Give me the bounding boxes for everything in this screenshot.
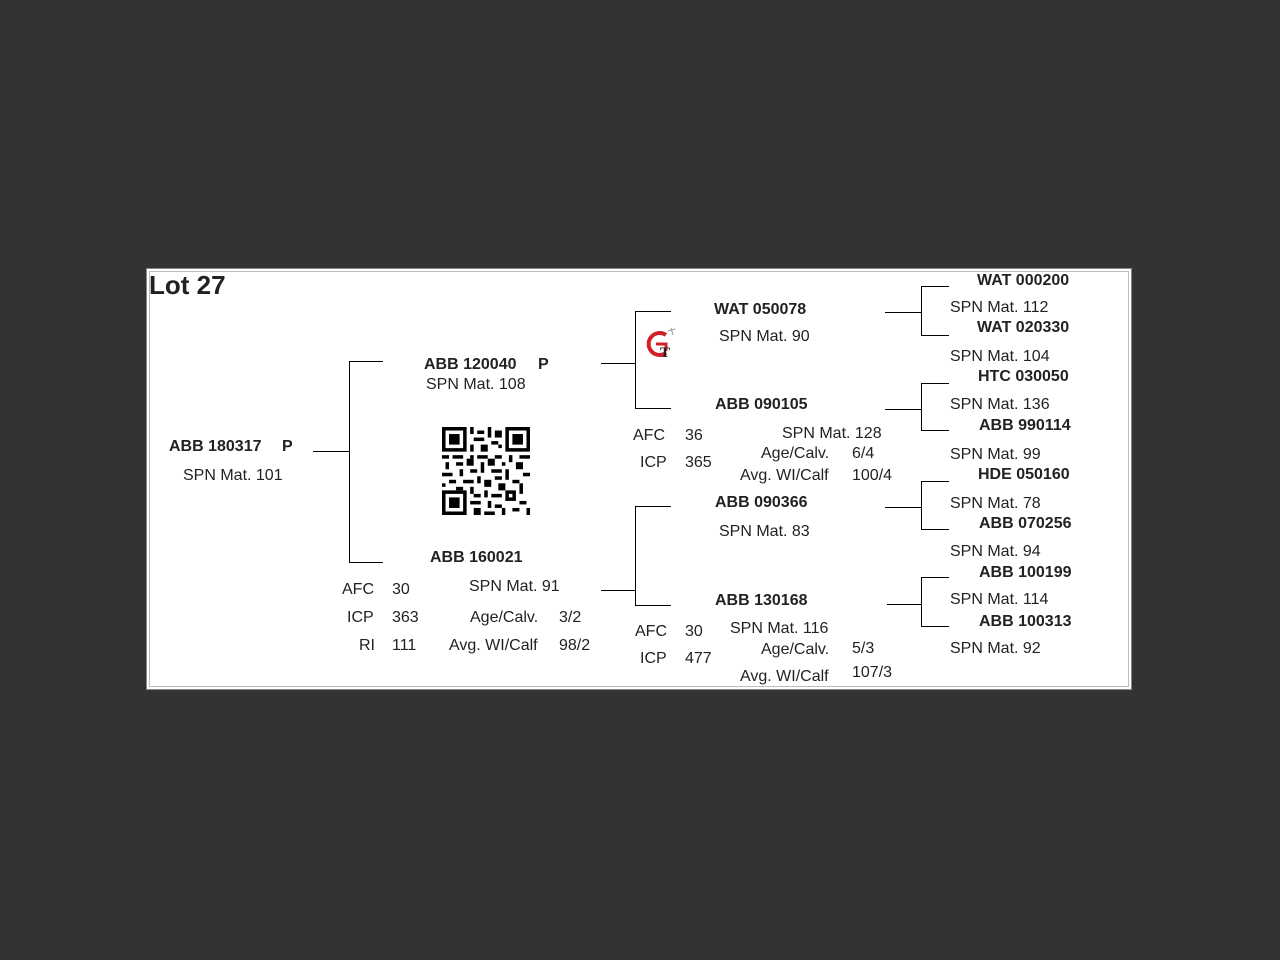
dam-icp-label: ICP [347, 609, 374, 626]
connector [921, 626, 949, 627]
connector [635, 408, 671, 409]
dam-dam-wi-value: 107/3 [852, 664, 893, 681]
ggp-8-spn: SPN Mat. 92 [950, 640, 1041, 657]
dam-name: ABB 160021 [430, 549, 523, 566]
sire-dam-afc-value: 36 [685, 427, 703, 444]
connector [885, 409, 921, 410]
lot-title: Lot 27 [149, 270, 226, 300]
subject-spn: SPN Mat. 101 [183, 467, 283, 484]
dam-dam-spn: SPN Mat. 116 [730, 620, 829, 637]
dam-icp-value: 363 [392, 609, 419, 626]
ggp-7-name: ABB 100199 [979, 564, 1072, 581]
connector [921, 286, 949, 287]
connector [921, 383, 922, 431]
connector [921, 430, 949, 431]
sire-sire-spn: SPN Mat. 90 [719, 328, 810, 345]
sire-dam-wi-label: Avg. WI/Calf [740, 467, 829, 484]
ggp-4-spn: SPN Mat. 99 [950, 446, 1041, 463]
sire-name: ABB 120040 [424, 356, 517, 373]
connector [921, 481, 949, 482]
connector [885, 507, 921, 508]
sire-dam-spn: SPN Mat. 128 [782, 425, 882, 442]
connector [635, 311, 671, 312]
dam-age-value: 3/2 [559, 609, 582, 626]
dam-wi-value: 98/2 [559, 637, 591, 654]
connector [921, 481, 922, 530]
dam-dam-age-label: Age/Calv. [761, 641, 830, 658]
sire-sire-name: WAT 050078 [714, 301, 807, 318]
sire-dam-age-value: 6/4 [852, 445, 875, 462]
ggp-8-name: ABB 100313 [979, 613, 1072, 630]
connector [921, 335, 949, 336]
ggp-3-name: HTC 030050 [978, 368, 1069, 385]
connector [349, 562, 383, 563]
connector [887, 604, 921, 605]
connector [601, 363, 635, 364]
connector [921, 577, 949, 578]
dam-dam-icp-label: ICP [640, 650, 667, 667]
dam-afc-value: 30 [392, 581, 410, 598]
dam-afc-label: AFC [342, 581, 374, 598]
subject-name: ABB 180317 [169, 438, 262, 455]
connector [921, 577, 922, 627]
ggp-6-name: ABB 070256 [979, 515, 1072, 532]
dam-dam-age-value: 5/3 [852, 640, 875, 657]
dam-sire-name: ABB 090366 [715, 494, 808, 511]
connector [313, 451, 349, 452]
sire-flag: P [538, 356, 549, 373]
connector [635, 506, 671, 507]
connector [885, 312, 921, 313]
sire-dam-icp-value: 365 [685, 454, 712, 471]
ggp-7-spn: SPN Mat. 114 [950, 591, 1049, 608]
dam-dam-wi-label: Avg. WI/Calf [740, 668, 829, 685]
dam-dam-afc-label: AFC [635, 623, 667, 640]
ggp-5-spn: SPN Mat. 78 [950, 495, 1041, 512]
connector [635, 506, 636, 606]
sire-spn: SPN Mat. 108 [426, 376, 526, 393]
ggp-1-spn: SPN Mat. 112 [950, 299, 1049, 316]
dam-sire-spn: SPN Mat. 83 [719, 523, 810, 540]
pedigree-card: Lot 27 ABB 180317 P SPN Mat. 101 ABB 120… [146, 268, 1132, 690]
sire-dam-age-label: Age/Calv. [761, 445, 830, 462]
dam-dam-name: ABB 130168 [715, 592, 808, 609]
dam-age-label: Age/Calv. [470, 609, 539, 626]
dam-ri-label: RI [359, 637, 375, 654]
sire-dam-icp-label: ICP [640, 454, 667, 471]
connector [349, 361, 350, 563]
connector [921, 529, 949, 530]
svg-text:T: T [660, 345, 670, 361]
dam-wi-label: Avg. WI/Calf [449, 637, 538, 654]
sire-dam-name: ABB 090105 [715, 396, 808, 413]
ggp-2-name: WAT 020330 [977, 319, 1070, 336]
ggp-1-name: WAT 000200 [977, 272, 1070, 289]
dam-dam-icp-value: 477 [685, 650, 712, 667]
qr-code-icon [442, 427, 530, 515]
dam-spn: SPN Mat. 91 [469, 578, 560, 595]
ggp-6-spn: SPN Mat. 94 [950, 543, 1041, 560]
connector [635, 311, 636, 409]
connector [921, 383, 949, 384]
ggp-2-spn: SPN Mat. 104 [950, 348, 1050, 365]
ggp-5-name: HDE 050160 [978, 466, 1070, 483]
ggp-4-name: ABB 990114 [979, 417, 1071, 434]
dam-dam-afc-value: 30 [685, 623, 703, 640]
subject-flag: P [282, 438, 293, 455]
connector [349, 361, 383, 362]
sire-dam-afc-label: AFC [633, 427, 665, 444]
connector [601, 590, 635, 591]
connector [921, 286, 922, 336]
gt-logo-icon: T [646, 327, 676, 361]
ggp-3-spn: SPN Mat. 136 [950, 396, 1050, 413]
dam-ri-value: 111 [392, 637, 417, 654]
sire-dam-wi-value: 100/4 [852, 467, 893, 484]
connector [635, 605, 671, 606]
